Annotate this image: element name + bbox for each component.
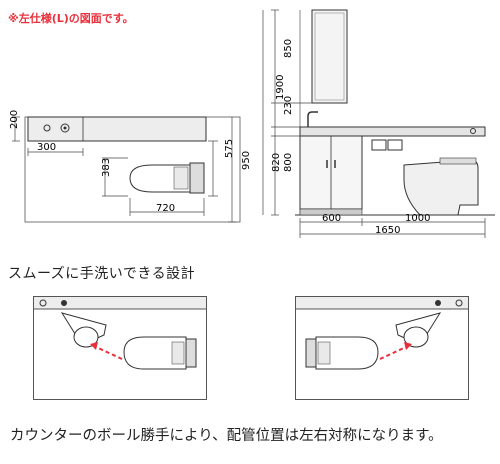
right-arrow: [379, 346, 407, 360]
dim-elev-total-width: 1650: [375, 225, 400, 236]
right-faucet-icon: [455, 299, 463, 307]
plan-view: 200 300 383 720 575 950: [9, 9, 495, 238]
dim-elev-cabinet-width: 600: [322, 213, 341, 224]
feature-title: スムーズに手洗いできる設計: [8, 266, 196, 282]
elev-upper-cabinet: [311, 9, 348, 104]
panel-right: [295, 296, 469, 400]
dim-plan-toilet-length: 720: [156, 203, 175, 214]
right-toilet: [315, 336, 379, 370]
dim-plan-depth: 200: [9, 110, 20, 129]
plan-faucet-icon: [43, 124, 51, 132]
dim-elev-gap: 230: [283, 96, 294, 115]
dim-plan-front: 575: [224, 139, 235, 158]
elev-toilet: [403, 159, 479, 216]
dim-elev-cabinet-height: 850: [283, 39, 294, 58]
dim-elev-counter-height: 820: [271, 153, 282, 172]
dim-plan-toilet-depth: 383: [101, 158, 112, 177]
elev-faucet-icon: [307, 111, 318, 127]
dim-elev-toilet-width: 1000: [405, 213, 430, 224]
left-faucet-icon: [39, 299, 47, 307]
left-toilet: [123, 336, 187, 370]
dim-plan-total: 950: [241, 151, 252, 170]
left-arrow: [95, 346, 123, 360]
elev-counter-top: [299, 126, 486, 137]
layout-caption: カウンターのボール勝手により、配管位置は左右対称になります。: [10, 428, 443, 444]
spec-note: ※左仕様(L)の図面です。: [8, 12, 134, 25]
dim-elev-toilet-zone: 800: [283, 153, 294, 172]
plan-toilet-tank: [189, 162, 205, 194]
plan-counter: [27, 116, 207, 142]
plan-drain-icon: [60, 123, 70, 133]
dim-plan-counter-width: 300: [37, 142, 56, 153]
elev-paper-holder: [371, 139, 387, 151]
dim-elev-total-height: 1900: [275, 75, 286, 100]
panel-left: [33, 296, 207, 400]
